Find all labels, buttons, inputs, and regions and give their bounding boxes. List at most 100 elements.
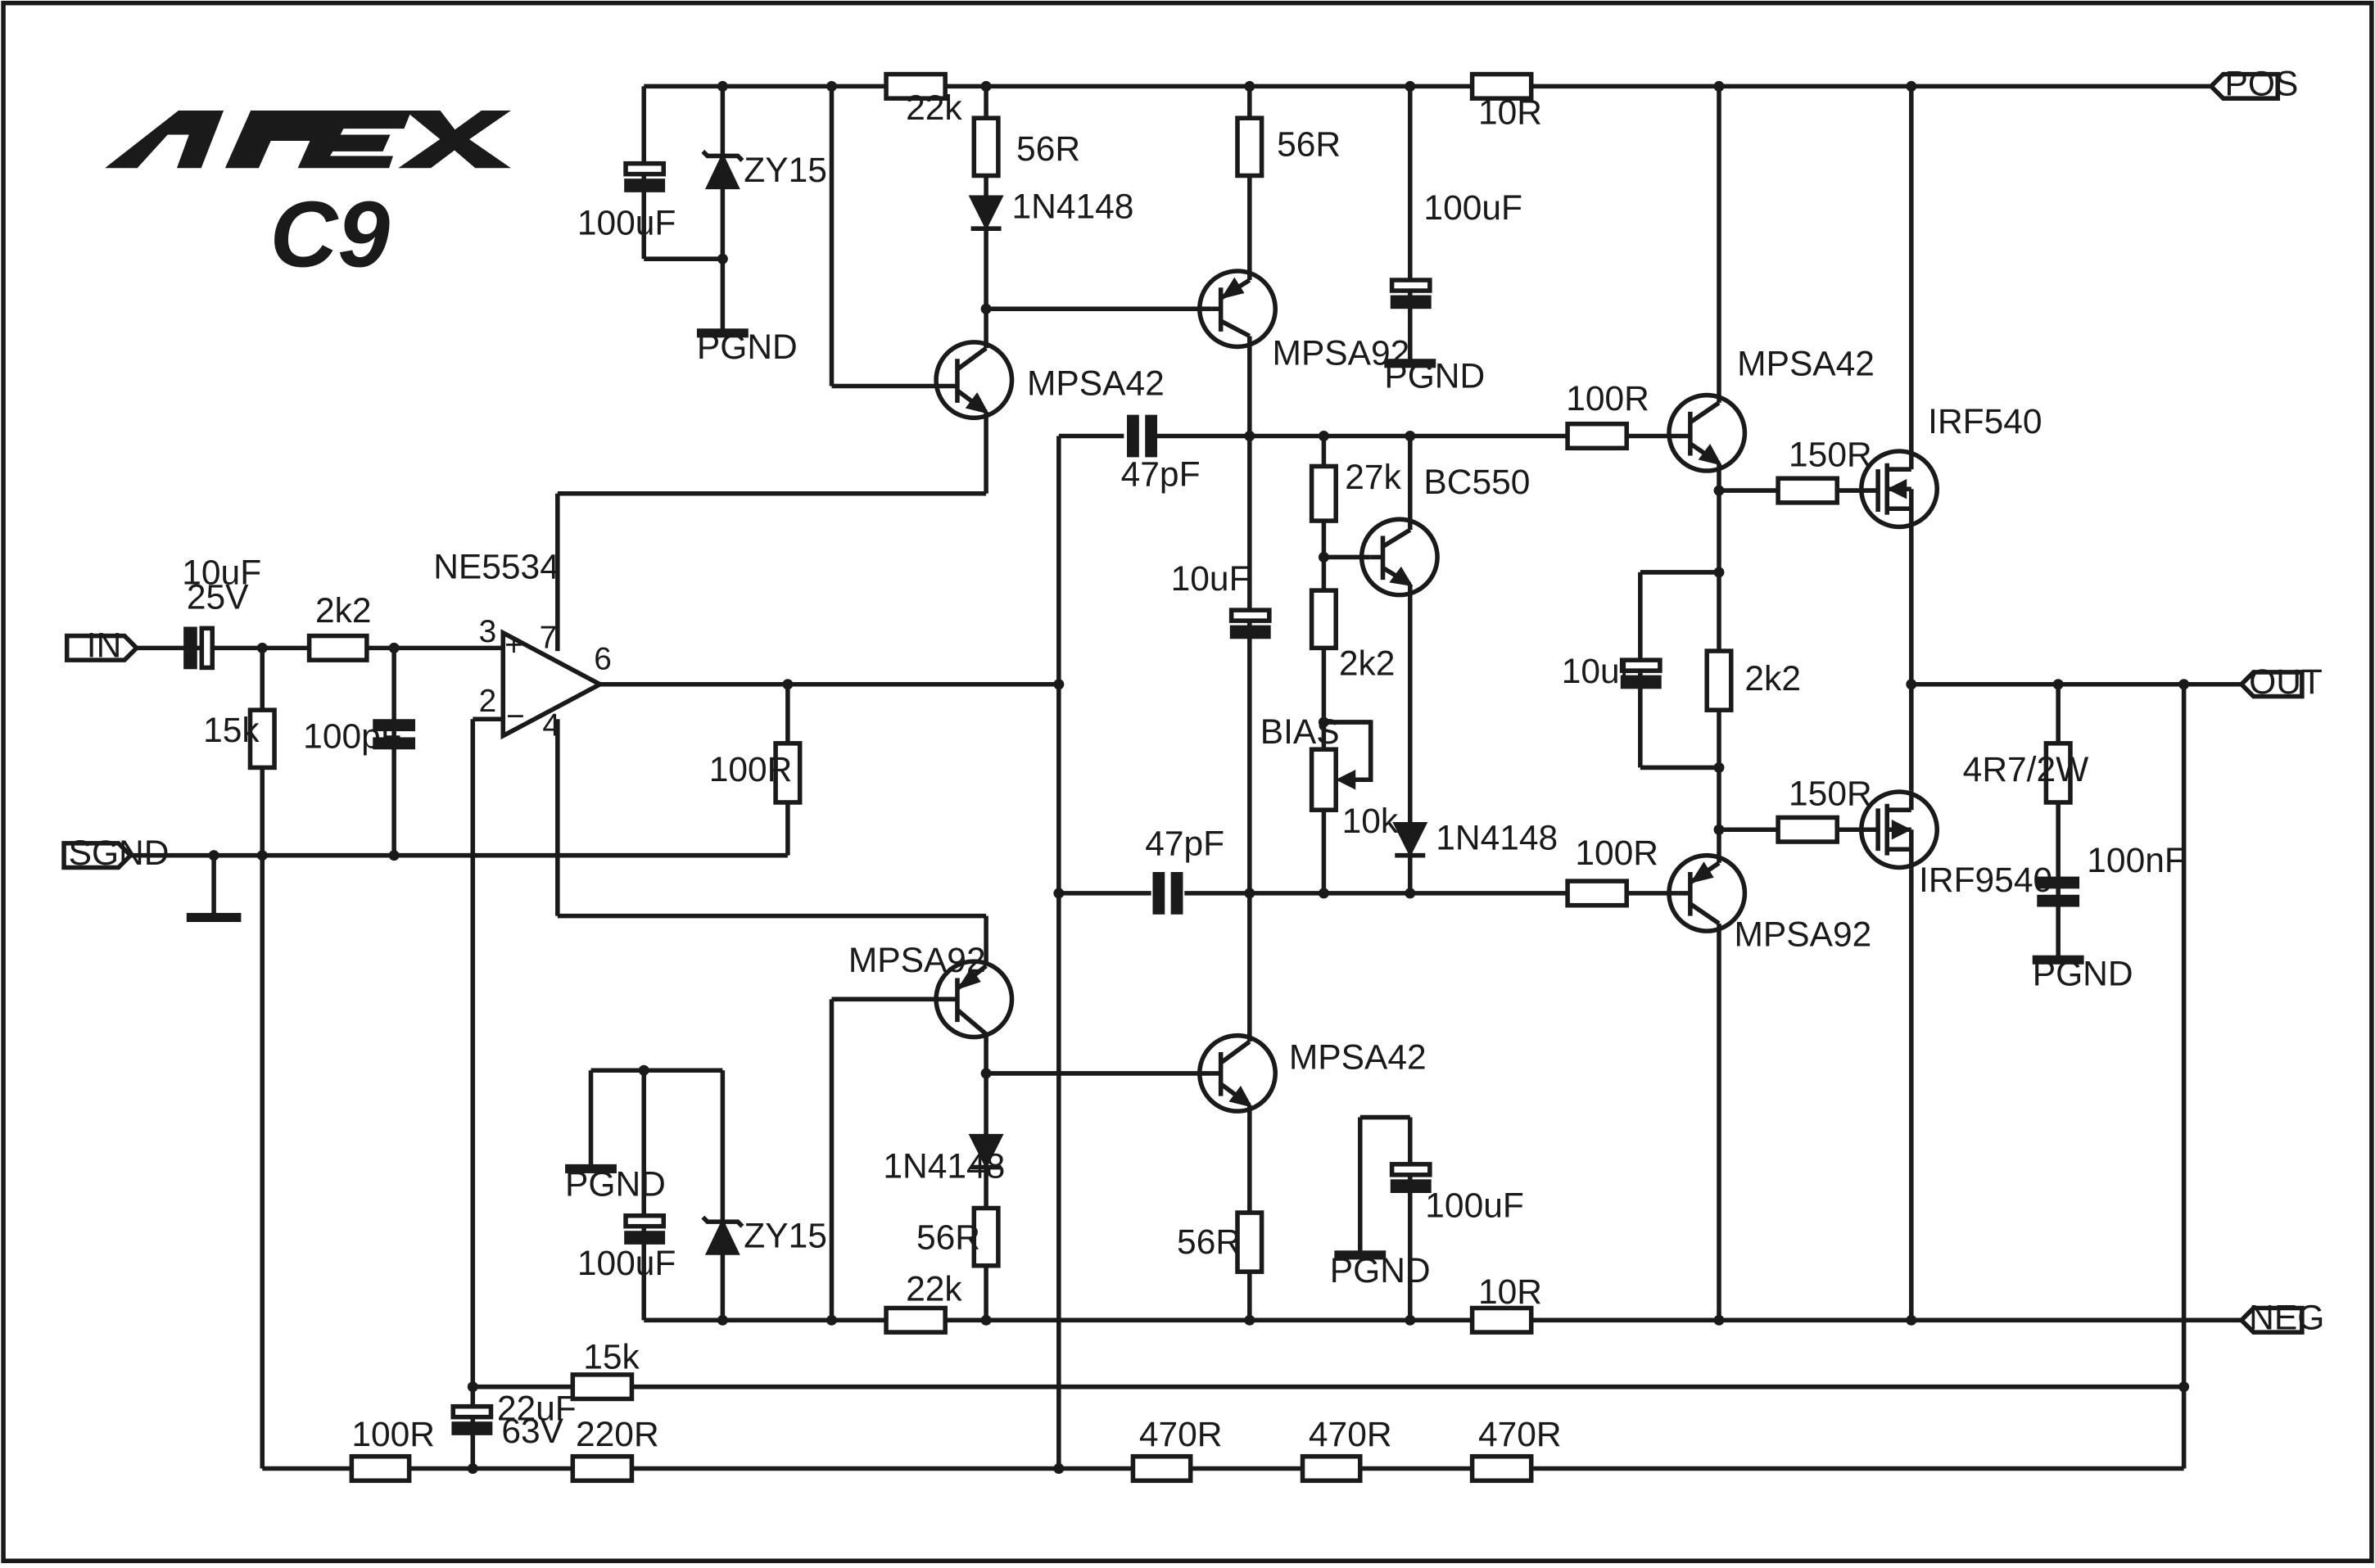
label-r-chain-2: 470R [1309,1416,1392,1454]
capacitors [183,160,2080,1435]
label-q-bias: BC550 [1423,463,1530,502]
label-r-chain-1: 470R [1139,1416,1223,1454]
label-c-in-voltage: 25V [187,578,249,617]
transistor-bc550 [1359,517,1440,598]
label-pin7: 7 [540,620,558,655]
port-out-label: OUT [2249,663,2323,702]
label-r-in: 2k2 [315,592,372,630]
pgnd-symbol-bottom-right [1334,1250,1387,1260]
label-m-top: IRF540 [1928,403,2042,441]
label-r-top-56r-a: 56R [1016,130,1080,169]
capacitor-10uf-bias [1228,608,1272,639]
resistor-470r-2 [1300,1453,1363,1484]
resistor-27k [1309,463,1338,523]
capacitor-100uf-top-right [1389,278,1432,310]
label-r-drv-top: 100R [1566,380,1649,418]
port-in-tag [64,633,140,662]
sgnd-symbol [186,912,242,923]
capacitor-10uf-driver [1619,657,1662,689]
resistor-56r-top-mid [1235,115,1264,178]
diode-1n4148-bias [1392,821,1428,858]
label-r-gate-top: 150R [1789,436,1872,474]
resistor-2k2-input [306,633,369,662]
label-q-drv-bot: MPSA92 [1734,916,1871,955]
resistor-220r-feedback [570,1453,635,1484]
capacitor-100nf-zobel [2037,876,2080,907]
label-c-bias: 10uF [1171,560,1251,599]
pgnd-symbol-top-right [1384,359,1436,368]
label-r-chain-3: 470R [1478,1416,1562,1454]
zener-zy15-bottom [701,1215,744,1255]
label-r-gate-bot: 150R [1789,775,1872,814]
resistor-2k2-driver [1704,648,1734,712]
label-r-bot-10r: 10R [1478,1273,1542,1312]
resistors [247,71,2073,1484]
resistor-10r-top [1469,71,1534,101]
resistor-56r-top-left [971,115,1001,178]
label-r-bot-22k: 22k [906,1270,962,1308]
label-gnd-top-right: PGND [1384,357,1485,395]
label-r-top-22k: 22k [906,89,962,128]
opamp-ne5534: + − [500,628,605,740]
label-gnd-bot-right: PGND [1330,1252,1431,1290]
resistor-56r-bottom-mid [1235,1210,1264,1274]
label-r-in-shunt: 15k [203,712,260,750]
logo [105,110,511,169]
opamp-plus-sign: + [504,628,523,663]
label-bias: BIAS [1260,713,1340,752]
mosfet-irf540 [1859,449,1940,530]
diodes [701,149,1428,1255]
label-pot-10k: 10k [1342,802,1399,841]
label-c-top-reg: 100uF [577,205,676,243]
label-q-drv-top: MPSA42 [1737,346,1875,384]
resistor-100r-driver-top [1565,421,1629,451]
pgnd-symbol-zobel [2032,955,2084,965]
label-r-bot-56r-a: 56R [916,1218,980,1257]
resistor-22k-bottom [884,1305,948,1335]
transistor-mpsa92-bottom-left [934,959,1015,1040]
label-r-fb-220r: 220R [576,1416,659,1454]
label-pin3: 3 [479,614,497,649]
label-r-fb-100r: 100R [351,1416,435,1454]
junctions [208,80,2190,1474]
label-c-bot-reg: 100uF [577,1245,676,1283]
component-labels: NE5534 3 2 7 4 6 10uF 25V 2k2 15k 100pF … [182,89,2186,1454]
port-sgnd-tag [61,841,134,870]
label-gnd-top-left: PGND [697,328,798,367]
port-pos-label: POS [2225,65,2299,103]
pgnd-symbol-bottom-left [565,1164,617,1173]
label-r-fb-15k: 15k [583,1338,640,1376]
label-q-top-left: MPSA42 [1027,365,1165,404]
resistor-150r-gate-bottom [1776,815,1839,844]
port-neg-tag [2237,1305,2305,1335]
label-r-op-load: 100R [709,751,793,789]
transistor-mpsa92-driver [1667,852,1748,933]
label-c-zobel: 100nF [2087,842,2186,880]
port-pos-tag [2207,71,2281,101]
resistor-2k2-bias [1309,588,1338,651]
label-r-top-56r-b: 56R [1277,125,1341,164]
label-c-drv: 10uF [1562,653,1641,691]
capacitor-47pf-bottom [1151,872,1185,915]
transistor-mpsa42-top-left [934,340,1015,421]
label-q-bot-mid: MPSA42 [1289,1038,1427,1077]
transistor-mpsa92-top-mid [1197,269,1278,350]
label-q-top-mid: MPSA92 [1273,335,1410,373]
transistor-mpsa42-bottom-mid [1197,1033,1278,1114]
label-c-top-47p: 47pF [1121,456,1201,495]
pgnd-symbol-top-left [696,328,749,338]
resistor-22k-top [884,71,948,101]
capacitor-100uf-bottom-left [623,1213,667,1245]
label-r-drv-bot: 100R [1575,834,1658,873]
label-z-top: ZY15 [744,151,827,190]
resistor-470r-1 [1130,1453,1193,1484]
diode-1n4148-bottom [968,1133,1004,1170]
label-d-bot: 1N4148 [883,1148,1005,1186]
resistor-10r-bottom [1469,1305,1534,1335]
port-sgnd-label: SGND [69,834,170,873]
resistor-150r-gate-top [1776,476,1839,505]
label-gnd-zobel: PGND [2033,956,2133,994]
